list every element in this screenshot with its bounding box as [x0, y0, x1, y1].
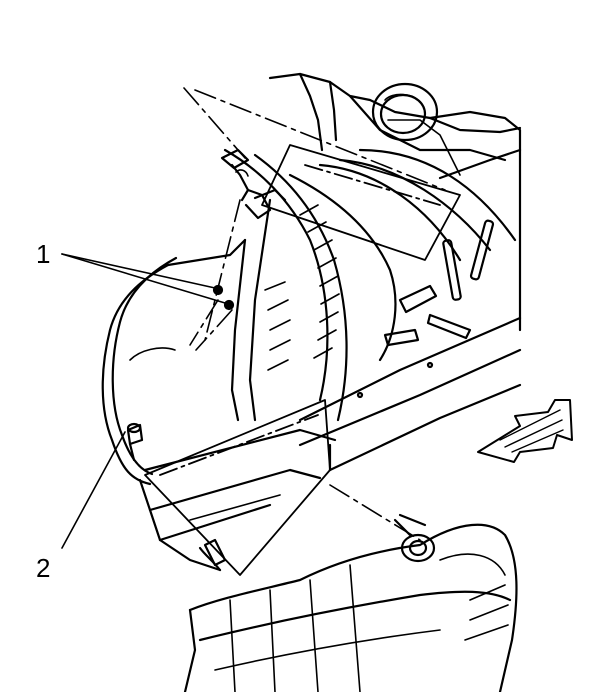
alignment-bracket-lower [144, 399, 331, 576]
push-pin-retainer [220, 148, 287, 220]
filler-opening [371, 82, 439, 142]
filler-hose-connector [393, 513, 436, 563]
callout-label-1: 1 [36, 239, 51, 269]
fuel-tank [183, 523, 518, 692]
alignment-lines [183, 87, 446, 541]
callout-label-2: 2 [36, 553, 51, 583]
underbody-structure [268, 72, 522, 332]
callout-leaders [61, 253, 226, 549]
wheelhouse-liner [223, 148, 517, 422]
fuel-tank-shield [101, 198, 272, 486]
fastener-2 [126, 422, 144, 462]
alignment-bracket-upper [261, 144, 461, 261]
forward-arrow-icon [477, 399, 573, 463]
frame-rail [298, 316, 522, 472]
